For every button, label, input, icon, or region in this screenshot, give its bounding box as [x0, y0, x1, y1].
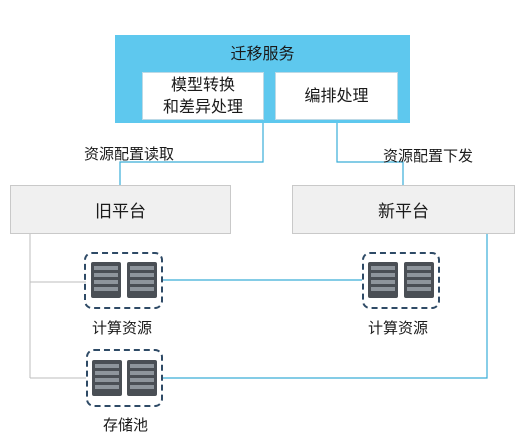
- new-compute-label: 计算资源: [368, 319, 429, 337]
- server-icon: [368, 262, 434, 298]
- server-icon: [91, 262, 157, 298]
- deliver-connector: [336, 120, 404, 185]
- orchestration-label: 编排处理: [304, 86, 369, 105]
- new-platform-label: 新平台: [378, 202, 429, 222]
- storage-label: 存储池: [103, 416, 149, 434]
- model-convert-line-1: 模型转换: [170, 75, 235, 94]
- deliver-flow-label: 资源配置下发: [383, 147, 474, 165]
- storage-group: [86, 349, 163, 407]
- model-convert-line-2: 和差异处理: [162, 97, 243, 116]
- server-icon: [92, 360, 157, 396]
- old-platform-tree: [29, 234, 86, 379]
- storage-link: [163, 234, 488, 379]
- new-platform: 新平台: [292, 185, 515, 234]
- old-platform-label: 旧平台: [95, 202, 146, 222]
- orchestration-box: 编排处理: [275, 72, 398, 120]
- read-flow-label: 资源配置读取: [84, 145, 175, 163]
- read-connector: [119, 120, 264, 185]
- old-compute-label: 计算资源: [92, 319, 153, 337]
- model-convert-box: 模型转换 和差异处理: [142, 72, 264, 120]
- old-platform: 旧平台: [10, 185, 231, 234]
- service-title: 迁移服务: [230, 44, 295, 63]
- new-compute-group: [362, 252, 440, 309]
- old-compute-group: [84, 252, 163, 309]
